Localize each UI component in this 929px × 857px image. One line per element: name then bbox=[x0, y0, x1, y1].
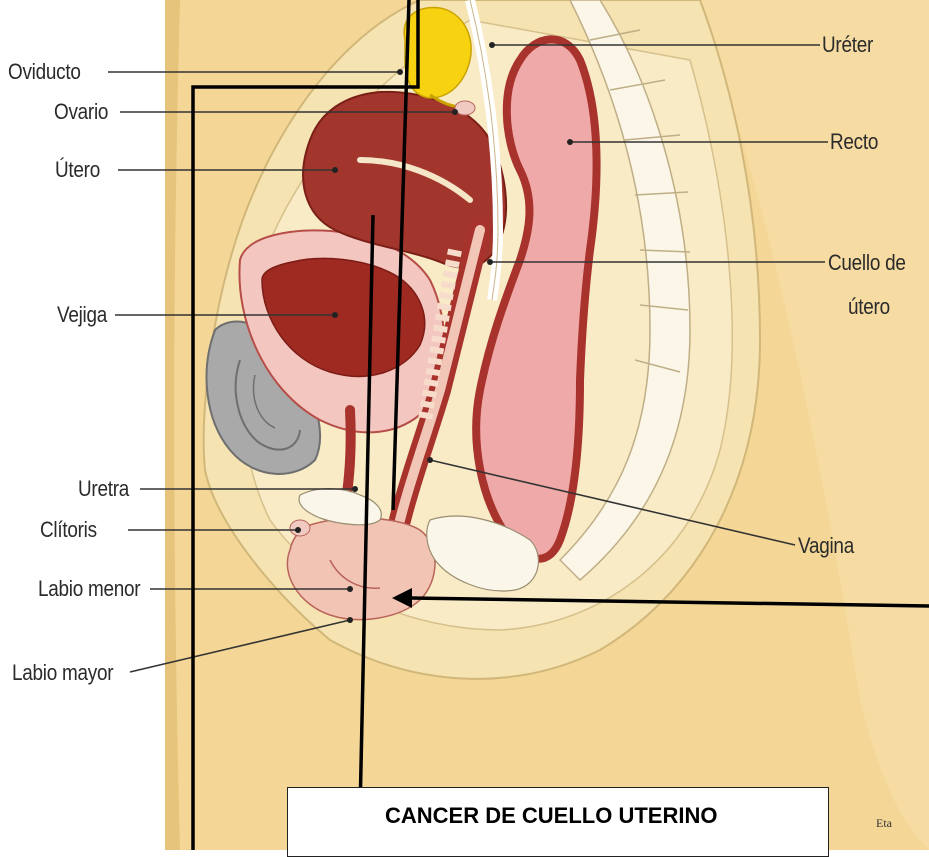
vulva bbox=[287, 518, 435, 620]
label-oviducto: Oviducto bbox=[8, 59, 81, 85]
label-utero: Útero bbox=[55, 157, 100, 183]
label-uretra: Uretra bbox=[78, 476, 129, 502]
label-recto: Recto bbox=[830, 129, 878, 155]
label-labio-mayor: Labio mayor bbox=[12, 660, 113, 686]
label-ovario: Ovario bbox=[54, 99, 108, 125]
label-vejiga: Vejiga bbox=[57, 302, 107, 328]
label-cuello-utero: útero bbox=[848, 294, 890, 320]
label-ureter: Uréter bbox=[822, 32, 873, 58]
label-clitoris: Clítoris bbox=[40, 517, 97, 543]
side-note-text: Eta bbox=[876, 816, 892, 831]
label-labio-menor: Labio menor bbox=[38, 576, 140, 602]
label-vagina: Vagina bbox=[798, 533, 854, 559]
diagram-title: CANCER DE CUELLO UTERINO bbox=[385, 803, 717, 829]
label-cuello-de: Cuello de bbox=[828, 250, 906, 276]
